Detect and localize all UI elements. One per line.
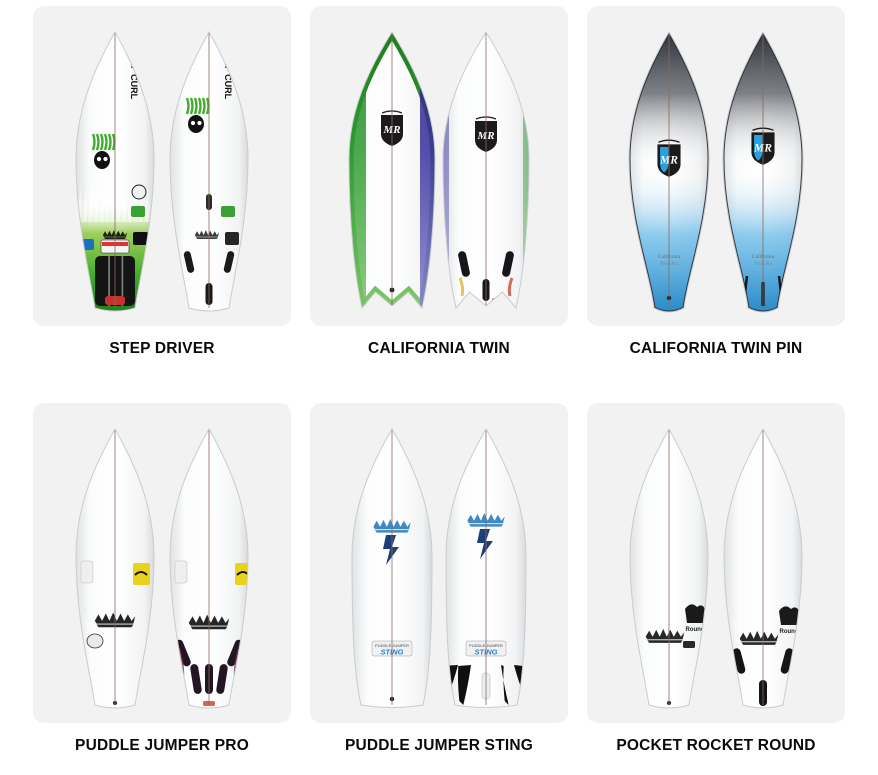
product-title: CALIFORNIA TWIN	[368, 340, 510, 357]
product-card[interactable]: Round Round POCKET ROCKET ROUND	[587, 402, 845, 754]
product-image[interactable]: FCS RIP CURL RIP CURL	[33, 6, 291, 326]
row-spacer	[33, 357, 845, 403]
product-card[interactable]: PUDDLE JUMPER PRO	[33, 402, 291, 754]
board-illustration	[75, 427, 249, 708]
product-title: POCKET ROCKET ROUND	[616, 736, 816, 754]
product-title: CALIFORNIA TWIN PIN	[629, 340, 803, 357]
product-image[interactable]	[33, 402, 291, 723]
product-grid: FCS RIP CURL RIP CURL STEP DRIVER	[33, 6, 845, 754]
product-card[interactable]: MR MR CALIFORNIA TWIN	[310, 6, 568, 357]
svg-text:Round: Round	[686, 627, 705, 633]
product-title: PUDDLE JUMPER PRO	[75, 736, 249, 754]
svg-text:Round: Round	[780, 629, 799, 635]
product-card[interactable]: MR CaliforniaTwin Pin MR CaliforniaTwin …	[587, 6, 845, 357]
svg-text:RIP CURL: RIP CURL	[129, 57, 139, 100]
svg-text:RIP CURL: RIP CURL	[223, 57, 233, 100]
product-image[interactable]: MR MR	[310, 6, 568, 326]
product-image[interactable]: MR CaliforniaTwin Pin MR CaliforniaTwin …	[587, 6, 845, 326]
board-illustration: Round Round	[629, 427, 803, 708]
board-illustration: MR CaliforniaTwin Pin MR CaliforniaTwin …	[628, 31, 804, 313]
product-card[interactable]: FCS RIP CURL RIP CURL STEP DRIVER	[33, 6, 291, 357]
product-title: STEP DRIVER	[109, 340, 215, 357]
board-illustration: FCS RIP CURL RIP CURL	[75, 30, 249, 312]
product-image[interactable]: Round Round	[587, 402, 845, 723]
product-title: PUDDLE JUMPER STING	[344, 736, 534, 754]
board-illustration: MR MR	[348, 31, 530, 310]
